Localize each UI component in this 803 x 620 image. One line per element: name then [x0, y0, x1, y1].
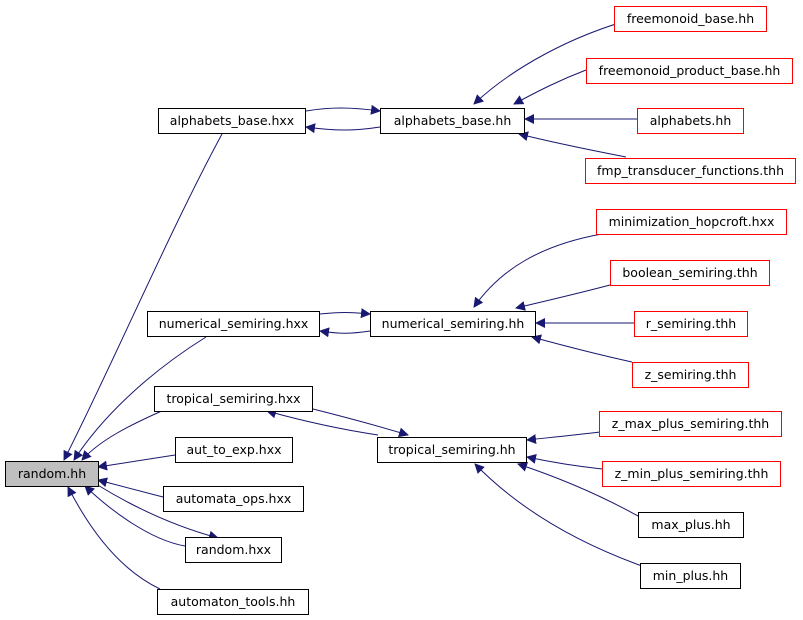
node-z-max-plus-semiring-thh[interactable]: z_max_plus_semiring.thh — [599, 411, 782, 437]
node-automaton-tools-hh[interactable]: automaton_tools.hh — [157, 589, 309, 615]
edge-minimization-hopcroft-to-numerical-semiring-hh — [473, 233, 603, 308]
node-r-semiring-thh[interactable]: r_semiring.thh — [634, 311, 748, 337]
edge-z-semiring-to-numerical-semiring-hh — [531, 334, 633, 363]
node-z-semiring-thh[interactable]: z_semiring.thh — [632, 362, 749, 388]
edge-numerical-semiring-hxx-to-hh — [319, 308, 371, 319]
edge-max-plus-to-tropical-semiring-hh — [517, 462, 639, 517]
edge-alphabets-base-hxx-to-hh — [305, 104, 381, 115]
edge-min-plus-to-tropical-semiring-hh — [474, 463, 643, 567]
edge-aut-to-exp-hxx-to-random-hh — [97, 454, 176, 471]
node-automata-ops-hxx[interactable]: automata_ops.hxx — [163, 486, 304, 512]
node-alphabets-base-hxx[interactable]: alphabets_base.hxx — [158, 108, 306, 134]
node-z-min-plus-semiring-thh[interactable]: z_min_plus_semiring.thh — [602, 461, 781, 487]
edge-numerical-semiring-hxx-to-random-hh — [73, 336, 207, 461]
node-freemonoid-base-hh[interactable]: freemonoid_base.hh — [614, 6, 767, 32]
node-boolean-semiring-thh[interactable]: boolean_semiring.thh — [610, 260, 770, 286]
node-max-plus-hh[interactable]: max_plus.hh — [638, 512, 744, 538]
edge-alphabets-base-hh-to-hxx — [305, 123, 381, 134]
node-random-hxx[interactable]: random.hxx — [185, 537, 282, 563]
node-tropical-semiring-hh[interactable]: tropical_semiring.hh — [377, 437, 527, 463]
edge-automaton-tools-hh-to-random-hh — [67, 486, 161, 590]
edge-boolean-semiring-to-numerical-semiring-hh — [515, 284, 611, 311]
edge-alphabets-base-hxx-to-random-hh — [63, 133, 223, 461]
node-aut-to-exp-hxx[interactable]: aut_to_exp.hxx — [175, 437, 293, 463]
node-alphabets-hh[interactable]: alphabets.hh — [637, 108, 744, 134]
node-fmp-transducer-functions-thh[interactable]: fmp_transducer_functions.thh — [585, 158, 796, 184]
node-numerical-semiring-hxx[interactable]: numerical_semiring.hxx — [147, 311, 320, 337]
node-freemonoid-product-base-hh[interactable]: freemonoid_product_base.hh — [586, 58, 793, 84]
node-tropical-semiring-hxx[interactable]: tropical_semiring.hxx — [154, 386, 313, 412]
edge-tropical-semiring-hxx-to-random-hh — [81, 409, 165, 461]
edge-tropical-semiring-hxx-to-hh — [308, 407, 409, 438]
edge-z-max-plus-to-tropical-semiring-hh — [526, 431, 601, 445]
node-alphabets-base-hh[interactable]: alphabets_base.hh — [380, 108, 525, 134]
edge-tropical-semiring-hh-to-hxx — [266, 408, 379, 436]
edge-random-hh-to-random-hxx — [95, 483, 219, 541]
edge-freemonoid-product-base-to-alphabets-base-hh — [513, 69, 587, 105]
edge-random-hxx-to-random-hh — [84, 485, 186, 547]
node-min-plus-hh[interactable]: min_plus.hh — [640, 563, 741, 589]
edge-numerical-semiring-hh-to-hxx — [319, 327, 371, 338]
edge-fmp-transducer-to-alphabets-base-hh — [518, 131, 627, 158]
edge-automata-ops-hxx-to-random-hh — [97, 477, 164, 498]
node-random-hh: random.hh — [5, 461, 99, 487]
edge-z-min-plus-to-tropical-semiring-hh — [526, 453, 603, 470]
node-numerical-semiring-hh[interactable]: numerical_semiring.hh — [370, 311, 536, 337]
node-minimization-hopcroft-hxx[interactable]: minimization_hopcroft.hxx — [596, 209, 787, 235]
